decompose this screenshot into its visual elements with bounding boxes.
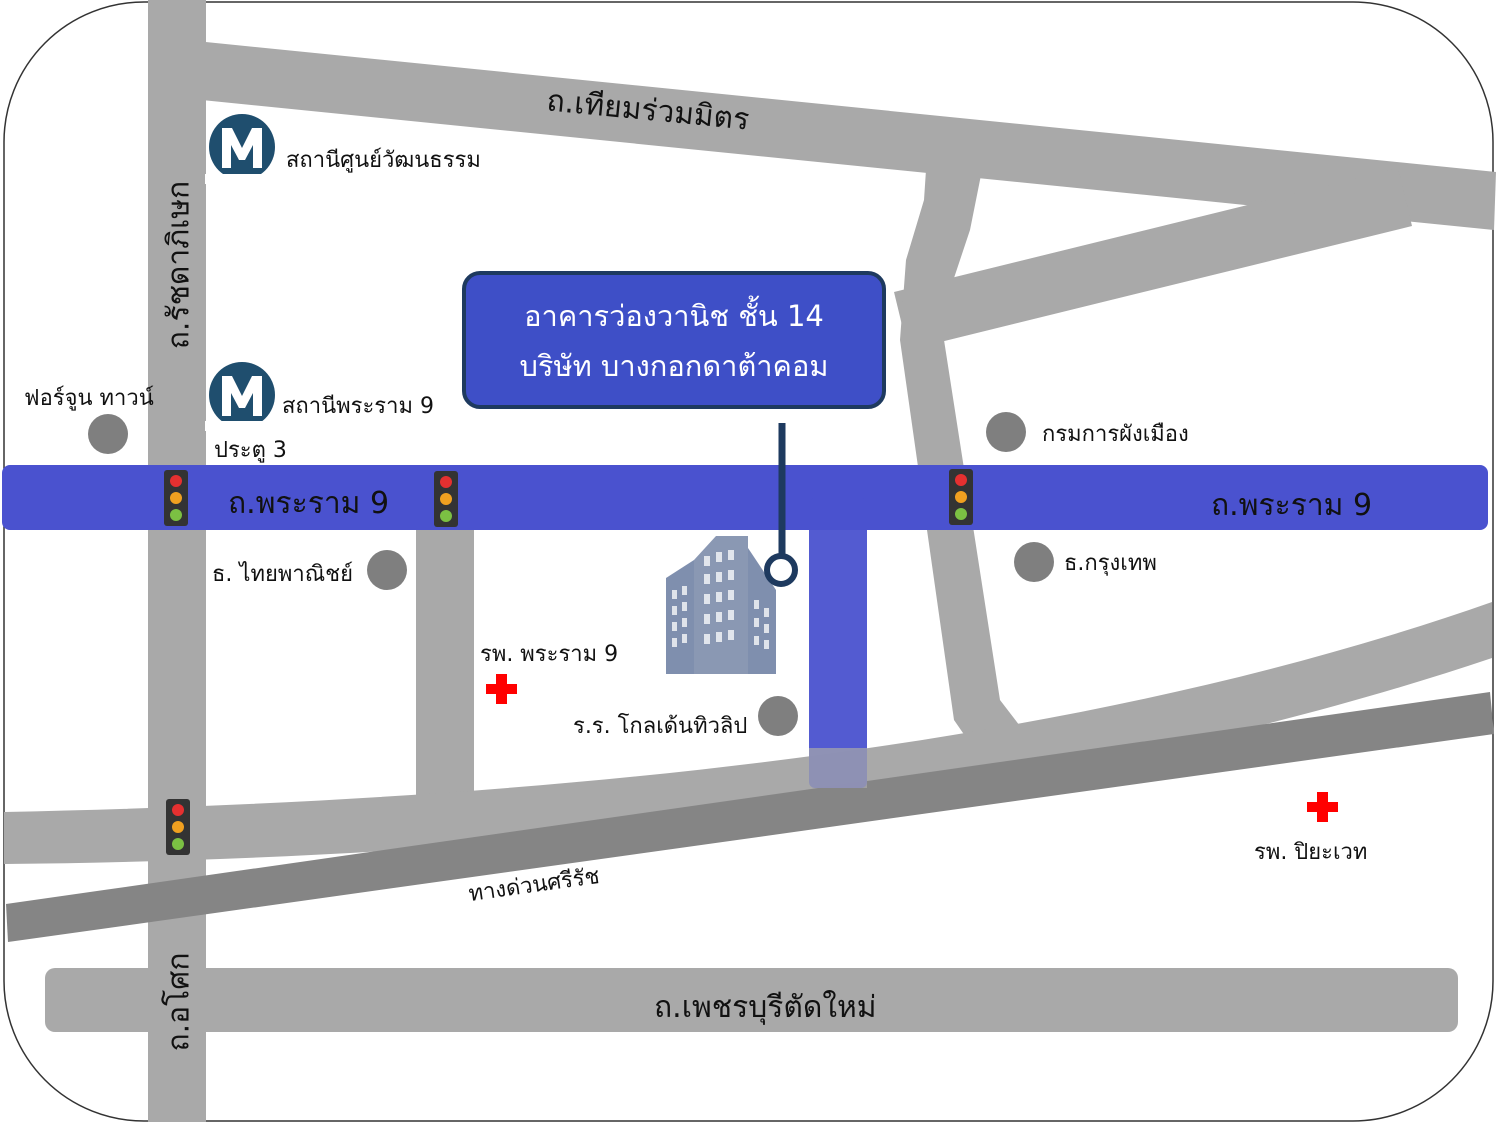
callout-company-name: บริษัท บางกอกดาต้าคอม bbox=[519, 349, 829, 383]
label-fortune-town: ฟอร์จูน ทาวน์ bbox=[24, 386, 154, 411]
poi-dot-scb bbox=[367, 550, 407, 590]
label-piyavate-hospital: รพ. ปิยะเวท bbox=[1254, 840, 1368, 865]
road-diagonal-curve bbox=[900, 140, 1046, 772]
road-rama9-soi bbox=[416, 520, 474, 828]
poi-dot-fortune-town bbox=[88, 414, 128, 454]
label-station-rama9-gate: ประตู 3 bbox=[214, 438, 287, 463]
secondary-roads bbox=[4, 0, 1496, 1122]
traffic-light-ratchada-rama9 bbox=[164, 470, 188, 526]
poi-dot-bangkok-bank bbox=[1014, 542, 1054, 582]
traffic-light-ratchada-lower bbox=[166, 799, 190, 855]
traffic-light-soi-rama9 bbox=[434, 471, 458, 527]
callout-building-floor: อาคารว่องวานิช ชั้น 14 bbox=[524, 299, 824, 333]
poi-dot-dept-public-works bbox=[986, 412, 1026, 452]
label-dept-public-works: กรมการผังเมือง bbox=[1042, 422, 1189, 447]
metro-icon-cultural-center bbox=[205, 114, 279, 184]
road-diagonal-upper bbox=[894, 168, 1412, 350]
location-marker bbox=[764, 553, 798, 587]
poi-dot-golden-tulip bbox=[758, 696, 798, 736]
road-soi-to-building bbox=[809, 498, 867, 788]
label-station-rama9: สถานีพระราม 9 bbox=[282, 394, 434, 419]
road-thiam-ruam-mit bbox=[182, 40, 1496, 230]
road-sirat-expressway bbox=[6, 692, 1494, 942]
road-rama9 bbox=[2, 465, 1488, 530]
label-rama9-hospital: รพ. พระราม 9 bbox=[480, 642, 619, 667]
destination-callout: อาคารว่องวานิช ชั้น 14 บริษัท บางกอกดาต้… bbox=[462, 271, 886, 409]
label-bangkok-bank: ธ.กรุงเทพ bbox=[1064, 551, 1157, 576]
hospital-cross-piyavate-icon bbox=[1307, 792, 1338, 822]
metro-icon-rama9 bbox=[205, 362, 279, 431]
label-road-rama9-left: ถ.พระราม 9 bbox=[228, 486, 390, 521]
office-building-icon bbox=[666, 536, 776, 674]
road-lower-curve bbox=[4, 602, 1492, 864]
label-road-asok: ถ.อโศก bbox=[161, 952, 197, 1051]
label-station-cultural-center: สถานีศูนย์วัฒนธรรม bbox=[286, 148, 481, 173]
hospital-cross-rama9-icon bbox=[486, 674, 517, 704]
label-scb: ธ. ไทยพาณิชย์ bbox=[212, 562, 353, 587]
traffic-light-right-rama9 bbox=[949, 469, 973, 525]
road-soi-overlap bbox=[809, 748, 867, 788]
road-ratchadaphisek bbox=[148, 0, 206, 1122]
label-road-phetchaburi-new: ถ.เพชรบุรีตัดใหม่ bbox=[654, 990, 877, 1025]
label-road-rama9-right: ถ.พระราม 9 bbox=[1211, 488, 1373, 523]
label-golden-tulip: ร.ร. โกลเด้นทิวลิป bbox=[573, 714, 748, 739]
label-road-ratchadaphisek: ถ.รัชดาภิเษก bbox=[162, 181, 197, 349]
road-phetchaburi-new bbox=[45, 968, 1458, 1032]
